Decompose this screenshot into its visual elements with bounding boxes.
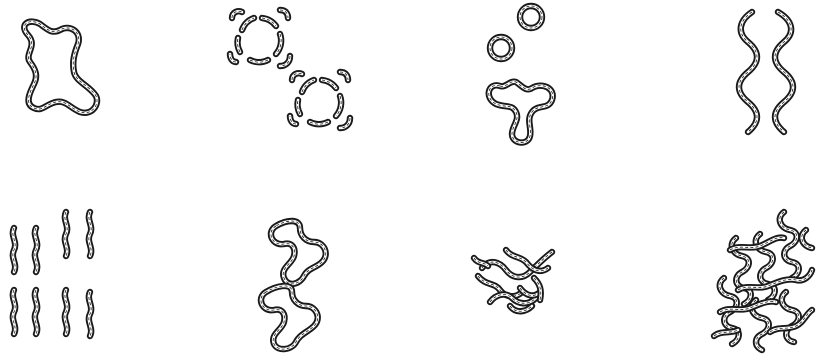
panel-f-linked-trefoils: [261, 221, 326, 349]
panel-c-rings-and-trefoil-strand-3: [489, 82, 553, 143]
panel-c-rings-and-trefoil: [489, 6, 553, 143]
panel-c-rings-and-trefoil-strand-3-texture: [489, 82, 553, 143]
panel-h-wavy-network: [714, 212, 812, 350]
panel-h-wavy-network-strand-7: [782, 292, 799, 342]
panel-c-rings-and-trefoil-strand-3-highlight: [489, 82, 553, 143]
panel-f-linked-trefoils-strand-2: [261, 286, 318, 349]
panel-b-broken-rings: [230, 10, 350, 128]
panel-a-closed-loop-strand-1: [24, 22, 97, 113]
panel-g-entangled-chains: [474, 250, 552, 311]
panel-e-aligned-rods: [13, 212, 91, 336]
panel-d-parallel-wavy-chains: [739, 12, 793, 132]
panel-f-linked-trefoils-strand-1: [271, 221, 326, 284]
panel-a-closed-loop: [24, 22, 97, 113]
